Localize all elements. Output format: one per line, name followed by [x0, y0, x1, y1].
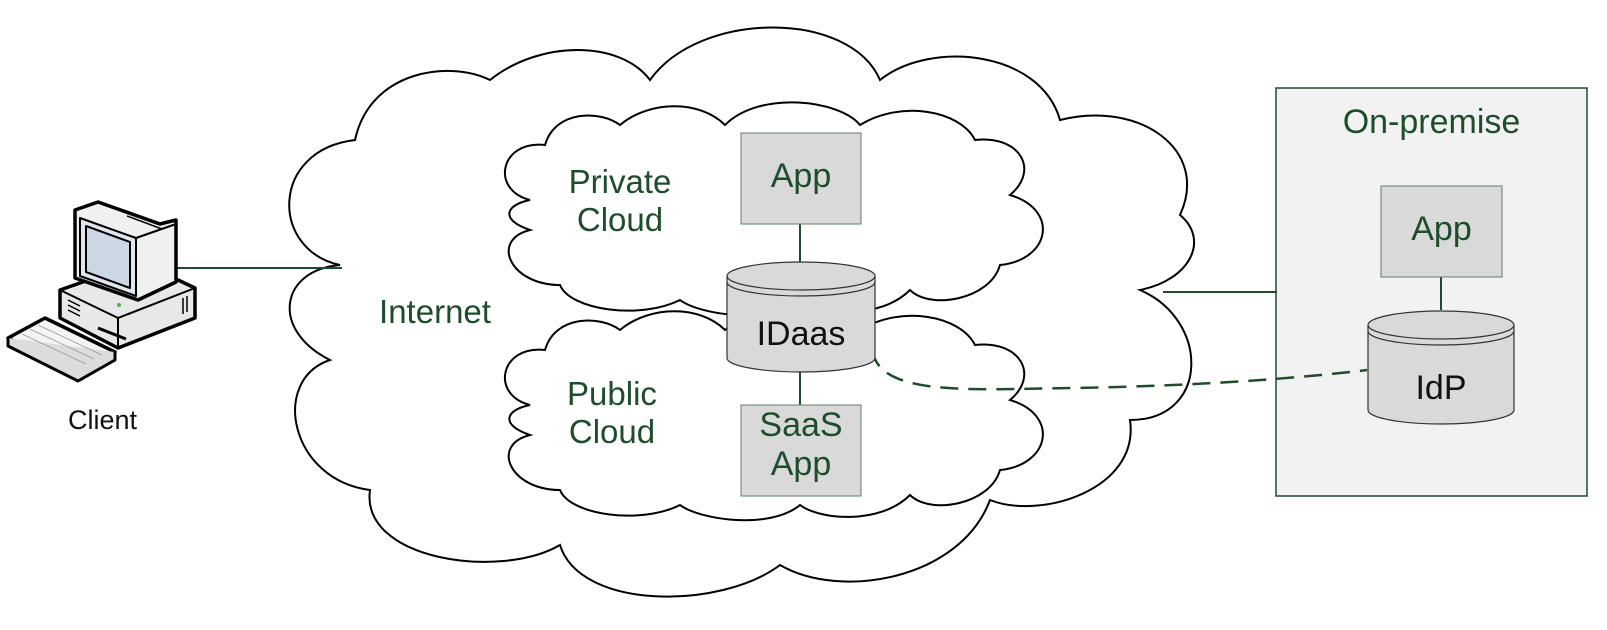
- idaas-idp-federation-link: [870, 349, 1368, 391]
- on-premise-panel: [1275, 87, 1588, 497]
- idp-label: IdP: [1415, 369, 1467, 407]
- private-cloud-label-line1: Private: [568, 163, 672, 200]
- saas-app-label-line2: App: [770, 445, 832, 484]
- idaas-database-icon: [726, 261, 876, 373]
- public-cloud-label: Public Cloud: [552, 375, 672, 451]
- on-premise-title: On-premise: [1342, 103, 1521, 141]
- saas-app-label: SaaS App: [741, 406, 861, 484]
- public-cloud-label-line2: Cloud: [568, 412, 656, 450]
- idaas-label: IDaas: [756, 315, 846, 353]
- client-label: Client: [67, 405, 138, 435]
- private-cloud-label: Private Cloud: [555, 163, 685, 239]
- onprem-app-label: App: [1411, 210, 1472, 248]
- saas-app-label-line1: SaaS: [759, 406, 843, 444]
- public-cloud-label-line1: Public: [567, 375, 657, 412]
- idp-database-icon: [1367, 310, 1515, 425]
- desktop-computer-icon: [6, 200, 197, 383]
- internet-label: Internet: [379, 293, 491, 330]
- saas-app-box: [740, 404, 862, 497]
- private-app-label: App: [770, 157, 832, 195]
- onprem-app-box: [1380, 185, 1503, 278]
- private-app-box: [740, 132, 862, 225]
- private-cloud-label-line2: Cloud: [576, 200, 664, 238]
